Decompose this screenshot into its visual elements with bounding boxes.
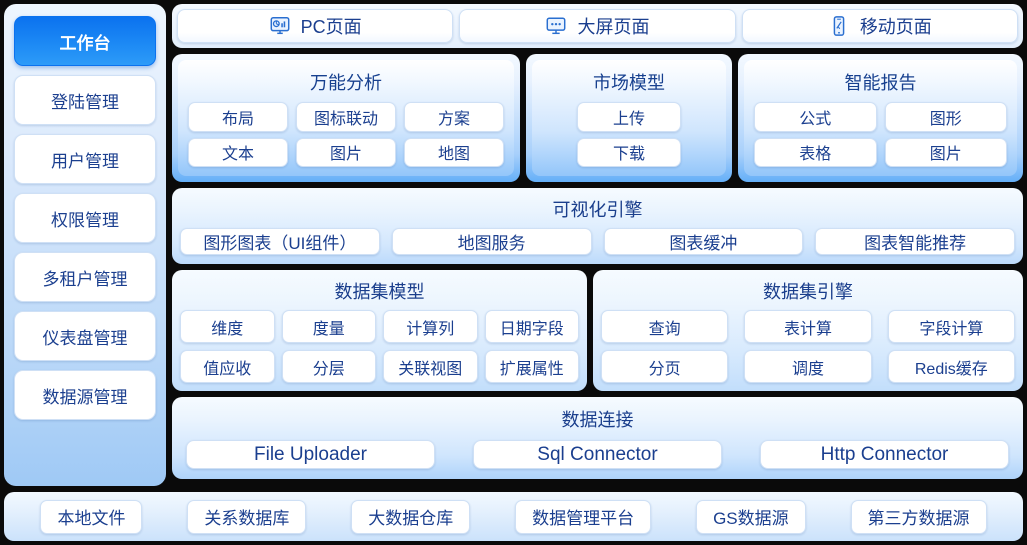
sidebar-item-label: 用户管理	[51, 151, 119, 171]
panel-dataset-engine: 数据集引擎 查询 表计算 字段计算 分页 调度 Redis缓存	[593, 270, 1023, 391]
tab-mobile-page[interactable]: 移动页面	[741, 9, 1018, 43]
chip-extended-attribute[interactable]: 扩展属性	[484, 350, 579, 383]
sidebar-item-label: 权限管理	[51, 210, 119, 230]
tab-label: 移动页面	[859, 17, 932, 37]
chip-dimension[interactable]: 维度	[180, 310, 275, 343]
tab-big-screen-page[interactable]: 大屏页面	[459, 9, 736, 43]
chip-pagination[interactable]: 分页	[601, 350, 729, 383]
chip-layout[interactable]: 布局	[188, 102, 288, 132]
chip-file-uploader[interactable]: File Uploader	[186, 440, 435, 469]
panel-data-connection: 数据连接 File Uploader Sql Connector Http Co…	[172, 397, 1023, 479]
chip-formula[interactable]: 公式	[754, 102, 877, 132]
chip-scheme[interactable]: 方案	[404, 102, 504, 132]
chip-field-calculation[interactable]: 字段计算	[887, 310, 1015, 343]
mobile-phone-icon	[828, 15, 850, 37]
chip-scheduling[interactable]: 调度	[744, 350, 872, 383]
chip-upload[interactable]: 上传	[577, 102, 681, 132]
tab-label: PC页面	[300, 17, 362, 37]
chip-icon-linkage[interactable]: 图标联动	[296, 102, 396, 132]
module-title: 万能分析	[310, 73, 382, 93]
chip-http-connector[interactable]: Http Connector	[760, 440, 1009, 469]
sidebar-item-multi-tenant-management[interactable]: 多租户管理	[14, 252, 156, 302]
chip-table-calculation[interactable]: 表计算	[744, 310, 872, 343]
chip-map-service[interactable]: 地图服务	[391, 228, 592, 255]
panel-visualization-engine: 可视化引擎 图形图表（UI组件） 地图服务 图表缓冲 图表智能推荐	[172, 188, 1023, 264]
chip-chart-recommendation[interactable]: 图表智能推荐	[815, 228, 1015, 255]
sidebar-item-label: 仪表盘管理	[42, 328, 128, 348]
chip-measure[interactable]: 度量	[281, 310, 376, 343]
chip-image[interactable]: 图片	[296, 137, 396, 167]
sidebar-item-dashboard-management[interactable]: 仪表盘管理	[14, 311, 156, 361]
source-gs-datasource[interactable]: GS数据源	[696, 499, 806, 534]
panel-title: 可视化引擎	[552, 200, 643, 220]
data-source-bar: 本地文件 关系数据库 大数据仓库 数据管理平台 GS数据源 第三方数据源	[4, 492, 1023, 541]
module-universal-analysis: 万能分析 布局 图标联动 方案 文本 图片 地图	[172, 54, 520, 182]
chip-hierarchy[interactable]: 分层	[281, 350, 376, 383]
chip-table[interactable]: 表格	[754, 137, 877, 167]
main-content: PC页面 大屏页面	[172, 4, 1023, 486]
sidebar-item-workbench[interactable]: 工作台	[14, 16, 156, 66]
chip-graphic[interactable]: 图形	[884, 102, 1007, 132]
module-smart-report: 智能报告 公式 图形 表格 图片	[738, 54, 1023, 182]
chip-calculated-column[interactable]: 计算列	[383, 310, 478, 343]
panel-title: 数据集引擎	[763, 282, 853, 302]
source-data-management-platform[interactable]: 数据管理平台	[515, 499, 652, 534]
sidebar-item-user-management[interactable]: 用户管理	[14, 134, 156, 184]
sidebar-item-label: 数据源管理	[42, 387, 128, 407]
module-market-model: 市场模型 上传 下载	[526, 54, 732, 182]
chip-text[interactable]: 文本	[188, 137, 288, 167]
chip-query[interactable]: 查询	[601, 310, 729, 343]
sidebar-item-login-management[interactable]: 登陆管理	[14, 75, 156, 125]
panel-title: 数据集模型	[334, 282, 425, 302]
panel-dataset-model: 数据集模型 维度 度量 计算列 日期字段 值应收 分层 关联视图 扩展属性	[172, 270, 587, 391]
chip-related-view[interactable]: 关联视图	[383, 350, 478, 383]
source-third-party-datasource[interactable]: 第三方数据源	[850, 499, 987, 534]
chip-chart-cache[interactable]: 图表缓冲	[603, 228, 804, 255]
module-title: 市场模型	[593, 73, 665, 93]
modules-row: 万能分析 布局 图标联动 方案 文本 图片 地图	[172, 54, 1023, 182]
chip-date-field[interactable]: 日期字段	[484, 310, 579, 343]
tab-label: 大屏页面	[577, 17, 650, 37]
chip-ui-charts[interactable]: 图形图表（UI组件）	[180, 228, 380, 255]
chip-redis-cache[interactable]: Redis缓存	[887, 350, 1015, 383]
desktop-chart-icon	[269, 15, 291, 37]
sidebar-item-label: 多租户管理	[42, 269, 128, 289]
big-screen-icon	[545, 15, 567, 37]
sidebar: 工作台 登陆管理 用户管理 权限管理 多租户管理 仪表盘管理 数据源管理	[4, 4, 166, 486]
sidebar-item-label: 登陆管理	[51, 92, 119, 112]
tab-pc-page[interactable]: PC页面	[177, 9, 454, 43]
module-title: 智能报告	[844, 73, 917, 93]
panel-title: 数据连接	[561, 410, 634, 430]
chip-download[interactable]: 下载	[577, 137, 681, 167]
chip-picture[interactable]: 图片	[884, 137, 1007, 167]
chip-map[interactable]: 地图	[404, 137, 504, 167]
page-type-tabs: PC页面 大屏页面	[172, 4, 1023, 48]
sidebar-item-label: 工作台	[59, 33, 111, 53]
sidebar-item-permission-management[interactable]: 权限管理	[14, 193, 156, 243]
dataset-row: 数据集模型 维度 度量 计算列 日期字段 值应收 分层 关联视图 扩展属性	[172, 270, 1023, 391]
source-relational-database[interactable]: 关系数据库	[187, 499, 307, 534]
sidebar-item-datasource-management[interactable]: 数据源管理	[14, 370, 156, 420]
source-local-file[interactable]: 本地文件	[40, 499, 143, 534]
chip-sql-connector[interactable]: Sql Connector	[473, 440, 722, 469]
source-big-data-warehouse[interactable]: 大数据仓库	[351, 499, 471, 534]
chip-value-receivable[interactable]: 值应收	[180, 350, 275, 383]
